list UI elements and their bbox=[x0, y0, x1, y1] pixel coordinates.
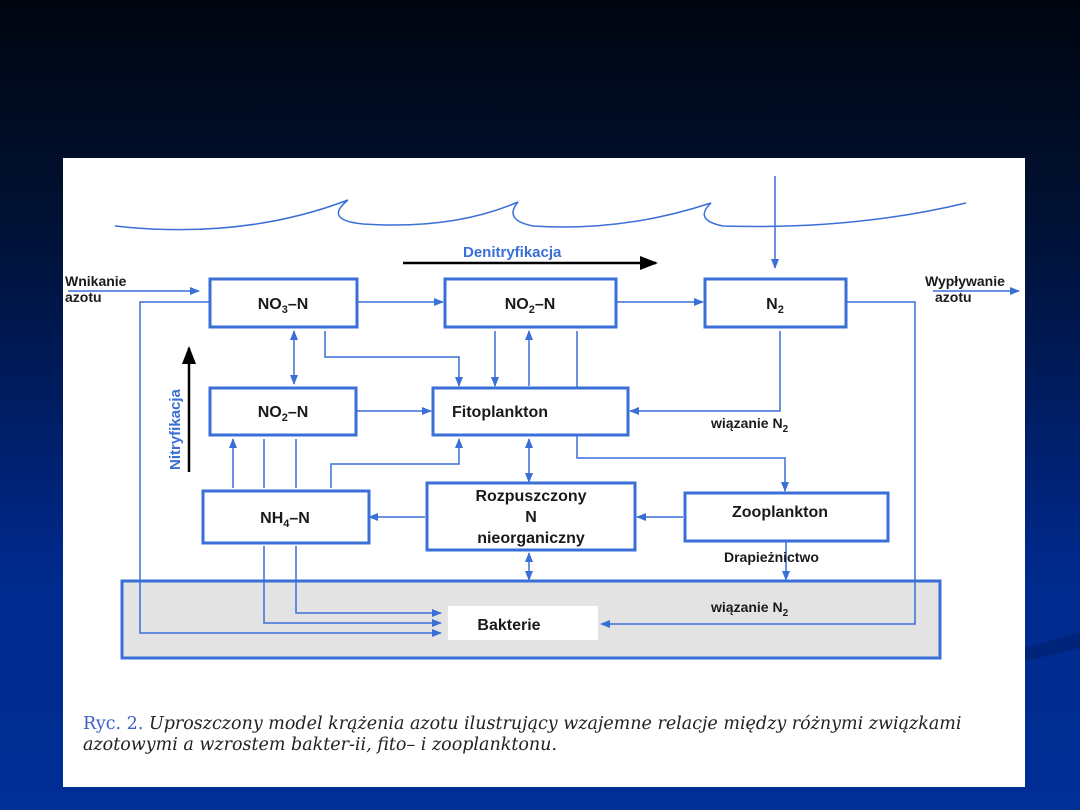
node-no2-left-label: NO2–N bbox=[258, 404, 309, 424]
node-dissolved-n-box bbox=[425, 481, 637, 552]
node-no2-top-box bbox=[443, 277, 618, 329]
node-fitoplankton-box bbox=[431, 386, 630, 437]
node-no2-top-label: NO2–N bbox=[505, 296, 556, 316]
node-bakterie-box bbox=[448, 606, 598, 640]
nitrogen-cycle-diagram: Denitryfikacja Nitryfikacja Wnikanie azo… bbox=[65, 176, 1020, 660]
outflow-label-2: azotu bbox=[935, 289, 972, 305]
inflow-label-2: azotu bbox=[65, 289, 102, 305]
water-surface-wave bbox=[114, 199, 967, 231]
edge-no3-to-fito bbox=[324, 331, 463, 387]
outflow-label-1: Wypływanie bbox=[925, 273, 1005, 289]
node-no3-label: NO3–N bbox=[258, 296, 309, 316]
node-zooplankton-box bbox=[683, 491, 890, 543]
node-fitoplankton-label: Fitoplankton bbox=[452, 404, 548, 421]
edge-nh4-to-fito bbox=[330, 438, 463, 488]
node-nh4-box bbox=[201, 489, 371, 545]
edge-n2-fixation-to-bakterie bbox=[600, 301, 916, 628]
figure-panel: Denitryfikacja Nitryfikacja Wnikanie azo… bbox=[63, 158, 1025, 787]
caption-figure-number: Ryc. 2. bbox=[83, 714, 144, 734]
node-nh4-label: NH4–N bbox=[260, 510, 310, 530]
figure-caption: Ryc. 2. Uproszczony model krążenia azotu… bbox=[83, 714, 1003, 756]
edge-n2-fixation-to-fito bbox=[629, 331, 781, 415]
node-dissolved-label-3: nieorganiczny bbox=[477, 530, 585, 547]
denitrification-label: Denitryfikacja bbox=[463, 244, 562, 261]
fixation-label-upper: wiązanie N2 bbox=[710, 415, 789, 435]
node-no3-box bbox=[208, 277, 359, 329]
predation-label: Drapieżnictwo bbox=[724, 549, 819, 565]
nitrification-label: Nitryfikacja bbox=[167, 388, 184, 470]
node-dissolved-label-2: N bbox=[525, 509, 537, 526]
edge-no3-to-bakterie bbox=[139, 301, 442, 637]
node-no2-left-box bbox=[208, 386, 358, 437]
node-bakterie-label: Bakterie bbox=[477, 617, 540, 634]
inflow-label-1: Wnikanie bbox=[65, 273, 127, 289]
caption-text: Uproszczony model krążenia azotu ilustru… bbox=[83, 714, 962, 755]
node-zooplankton-label: Zooplankton bbox=[732, 504, 828, 521]
node-n2-label: N2 bbox=[766, 296, 784, 316]
edge-nh4-to-bakterie-2 bbox=[263, 546, 442, 627]
edge-nh4-to-bakterie-1 bbox=[295, 546, 442, 617]
fixation-label-lower: wiązanie N2 bbox=[710, 599, 789, 619]
node-n2-box bbox=[703, 277, 848, 329]
node-dissolved-label-1: Rozpuszczony bbox=[475, 488, 586, 505]
